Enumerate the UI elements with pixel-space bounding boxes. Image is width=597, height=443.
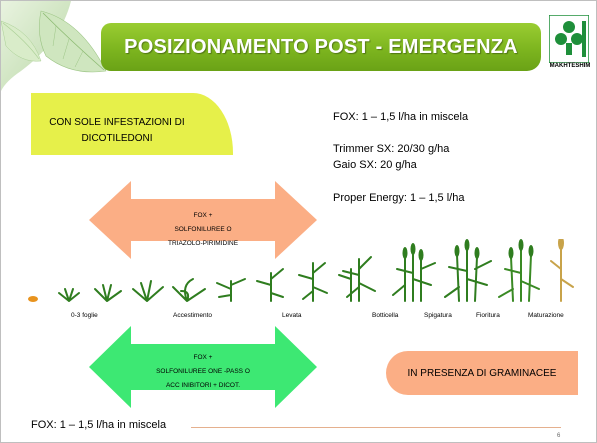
top-orange-arrow-shape bbox=[89, 181, 317, 259]
top-arrow-line1: FOX + bbox=[193, 212, 213, 219]
top-arrow-line2: SOLFONILUREE O bbox=[174, 226, 232, 233]
bottom-green-arrow-shape bbox=[89, 326, 317, 408]
stage-label-maturazione: Maturazione bbox=[528, 312, 564, 319]
page-number: 6 bbox=[557, 433, 561, 439]
dicotiledoni-note-line2: DICOTILEDONI bbox=[81, 133, 153, 144]
stage-label-botticella: Botticella bbox=[372, 312, 399, 319]
bottom-fox-dose-text: FOX: 1 – 1,5 l/ha in miscela bbox=[31, 419, 167, 431]
logo-text: MAKHTESHIM bbox=[549, 63, 591, 69]
wheat-growth-stages-image bbox=[28, 239, 574, 302]
stage-label-0-3-foglie: 0-3 foglie bbox=[71, 312, 98, 319]
stage-label-levata: Levata bbox=[282, 312, 302, 319]
bottom-arrow-line2: SOLFONILUREE ONE -PASS O bbox=[156, 368, 250, 375]
stage-label-accestimento: Accestimento bbox=[173, 312, 213, 319]
footer-divider bbox=[191, 427, 561, 428]
bottom-arrow-line3: ACC INIBITORI + DICOT. bbox=[165, 382, 241, 389]
graminacee-box: IN PRESENZA DI GRAMINACEE bbox=[386, 351, 578, 395]
page-title: POSIZIONAMENTO POST - EMERGENZA bbox=[124, 35, 518, 58]
proper-energy-dose-text: Proper Energy: 1 – 1,5 l/ha bbox=[333, 192, 465, 204]
bottom-arrow-line1: FOX + bbox=[193, 354, 213, 361]
yellow-note-shape bbox=[31, 93, 233, 155]
makhteshim-logo-icon bbox=[549, 15, 589, 63]
stage-label-fioritura: Fioritura bbox=[476, 312, 500, 319]
gaio-dose-text: Gaio SX: 20 g/ha bbox=[333, 159, 417, 171]
dicotiledoni-note-line1: CON SOLE INFESTAZIONI DI bbox=[49, 117, 185, 128]
top-arrow-line3: TRIAZOLO-PIRIMIDINE bbox=[167, 240, 239, 247]
title-banner: POSIZIONAMENTO POST - EMERGENZA bbox=[101, 23, 541, 71]
dicotiledoni-note: CON SOLE INFESTAZIONI DI DICOTILEDONI bbox=[31, 115, 203, 147]
leaf-decoration-image bbox=[1, 1, 111, 101]
stage-label-spigatura: Spigatura bbox=[424, 312, 452, 319]
bottom-arrow-text: FOX + SOLFONILUREE ONE -PASS O ACC INIBI… bbox=[121, 351, 285, 393]
graminacee-text: IN PRESENZA DI GRAMINACEE bbox=[407, 367, 557, 379]
top-arrow-text: FOX + SOLFONILUREE O TRIAZOLO-PIRIMIDINE bbox=[131, 209, 275, 251]
fox-dose-text: FOX: 1 – 1,5 l/ha in miscela bbox=[333, 111, 469, 123]
trimmer-dose-text: Trimmer SX: 20/30 g/ha bbox=[333, 143, 450, 155]
